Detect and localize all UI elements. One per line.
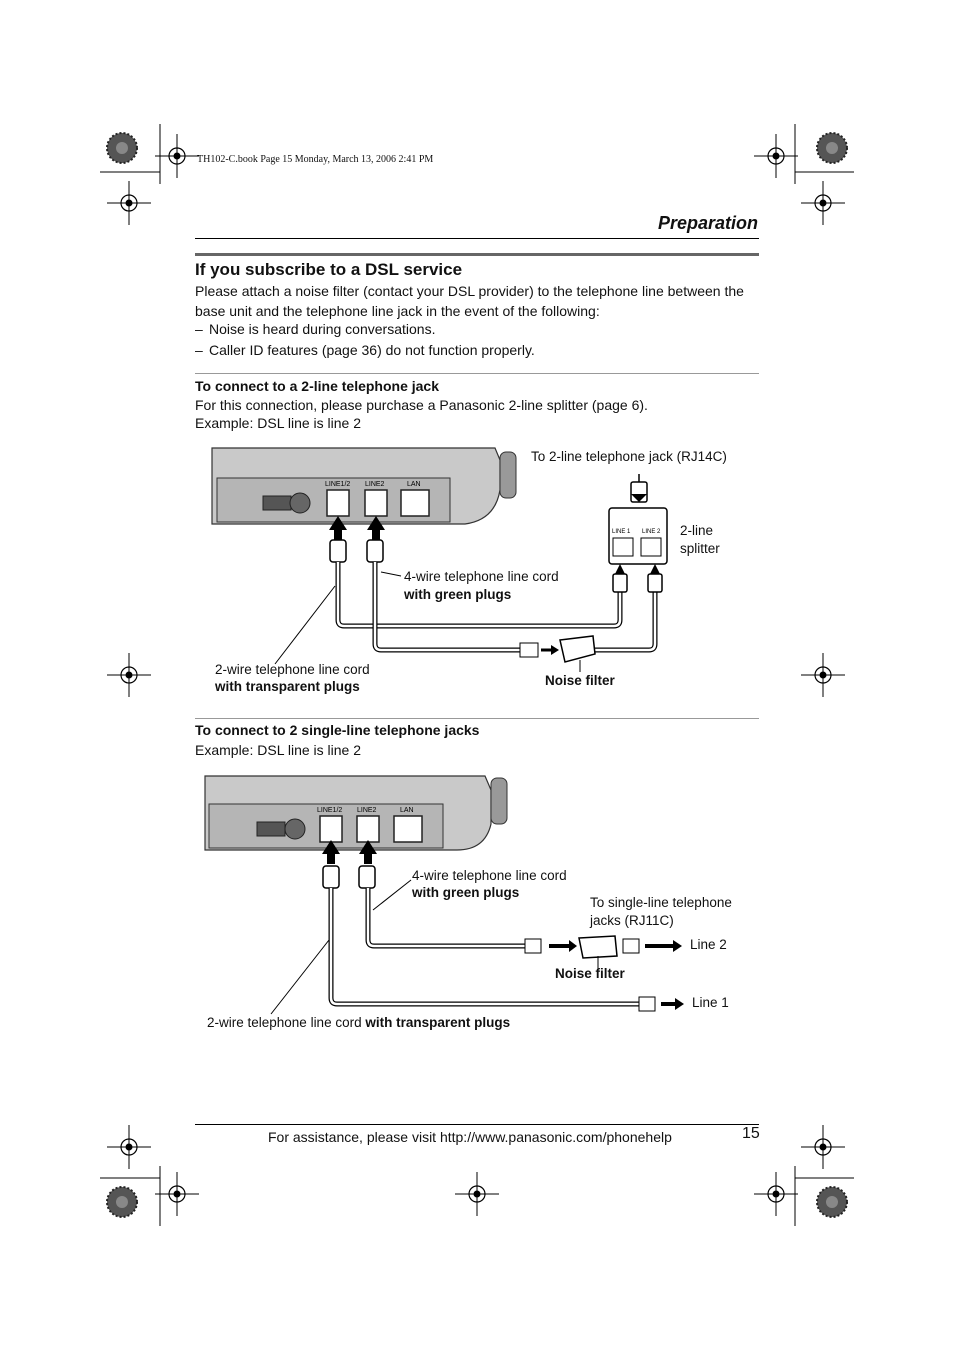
line-1-label: Line 1	[692, 995, 729, 1010]
footer-rule	[195, 1124, 759, 1125]
page-number: 15	[742, 1125, 760, 1142]
port-label: LAN	[407, 481, 421, 488]
port-label: LINE2	[365, 481, 385, 488]
jacks-label: To single-line telephone	[590, 895, 732, 910]
noise-filter-label: Noise filter	[555, 966, 625, 981]
port-label: LAN	[400, 807, 414, 814]
port-label: LINE2	[357, 807, 377, 814]
two-line-connection-diagram: LINE1/2 LINE2 LAN LINE 1 LINE 2	[211, 447, 668, 672]
section-heading: To connect to a 2-line telephone jack	[195, 378, 440, 394]
port-label: LINE1/2	[317, 807, 342, 814]
splitter-label: splitter	[680, 541, 720, 556]
single-line-connection-diagram: LINE1/2 LINE2 LAN	[204, 775, 684, 1015]
jack-label: To 2-line telephone jack (RJ14C)	[531, 449, 727, 464]
header-rule	[195, 238, 759, 239]
cord-label: 4-wire telephone line cord	[404, 569, 559, 584]
cord-label: 2-wire telephone line cord	[215, 662, 370, 677]
print-header: TH102-C.book Page 15 Monday, March 13, 2…	[197, 154, 434, 165]
registration-star-icon	[106, 132, 138, 164]
bullet-item: –Caller ID features (page 36) do not fun…	[195, 342, 535, 358]
jacks-label: jacks (RJ11C)	[590, 913, 674, 928]
port-label: LINE1/2	[325, 481, 350, 488]
splitter-port-label: LINE 1	[612, 529, 631, 535]
paragraph: For this connection, please purchase a P…	[195, 397, 648, 413]
page-title: If you subscribe to a DSL service	[195, 260, 463, 279]
cord-label-bold: with green plugs	[404, 587, 512, 602]
splitter-port-label: LINE 2	[642, 529, 661, 535]
intro-paragraph: Please attach a noise filter (contact yo…	[195, 283, 744, 319]
cord-label: 4-wire telephone line cord	[412, 868, 567, 883]
section-heading: To connect to 2 single-line telephone ja…	[195, 722, 480, 738]
splitter-label: 2-line	[680, 523, 714, 538]
title-bar	[195, 253, 759, 256]
footer-assist-text: For assistance, please visit http://www.…	[268, 1129, 672, 1145]
cord-label: 2-wire telephone line cord with transpar…	[207, 1015, 511, 1030]
cord-label-bold: with transparent plugs	[215, 679, 360, 694]
bullet-item: –Noise is heard during conversations.	[195, 321, 436, 337]
paragraph: Example: DSL line is line 2	[195, 742, 362, 758]
cord-label-bold: with green plugs	[412, 885, 520, 900]
section-label: Preparation	[657, 213, 758, 233]
paragraph: Example: DSL line is line 2	[195, 415, 362, 431]
line-2-label: Line 2	[690, 937, 727, 952]
noise-filter-label: Noise filter	[545, 673, 615, 688]
divider	[195, 718, 759, 719]
divider	[195, 373, 759, 374]
